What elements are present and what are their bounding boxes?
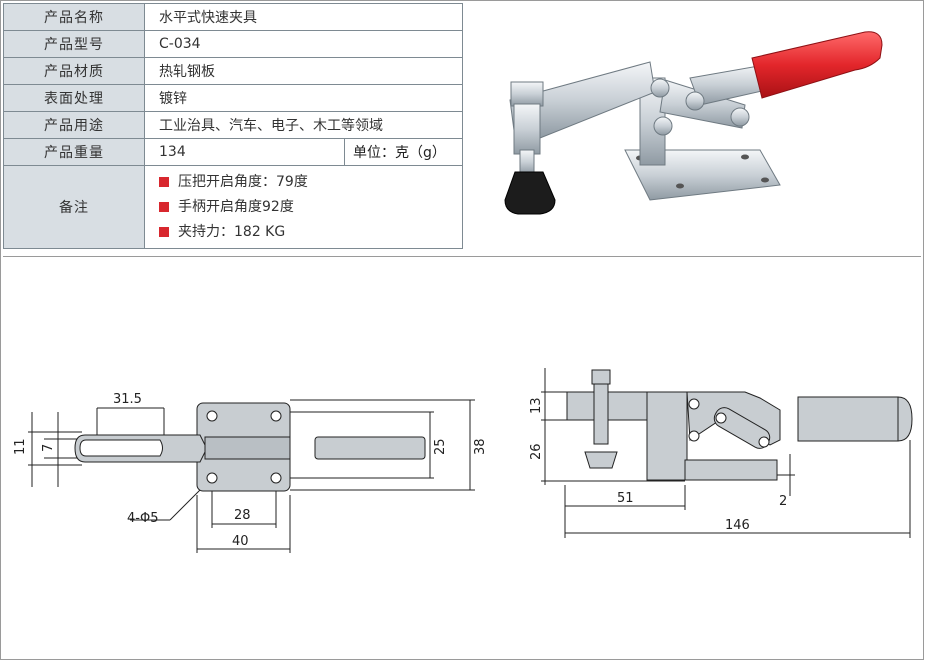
spec-key: 表面处理 [3, 84, 145, 112]
note-item: 手柄开启角度92度 [159, 195, 462, 220]
red-square-icon [159, 227, 169, 237]
note-text: 夹持力：182 KG [178, 223, 286, 240]
section-divider [3, 256, 921, 257]
red-square-icon [159, 177, 169, 187]
dim-40: 40 [232, 534, 249, 549]
dim-31-5: 31.5 [113, 392, 142, 407]
dim-25: 25 [433, 438, 448, 455]
dim-28: 28 [234, 508, 251, 523]
spec-key: 产品材质 [3, 57, 145, 85]
notes-list: 压把开启角度：79度 手柄开启角度92度 夹持力：182 KG [159, 170, 462, 245]
spec-key: 产品型号 [3, 30, 145, 58]
notes-cell: 压把开启角度：79度 手柄开启角度92度 夹持力：182 KG [144, 165, 463, 249]
dim-11: 11 [13, 438, 28, 455]
spec-key: 产品用途 [3, 111, 145, 139]
rivet [730, 107, 750, 127]
note-item: 夹持力：182 KG [159, 220, 462, 245]
red-handle-grip [751, 31, 883, 99]
rivet [650, 78, 670, 98]
spindle-assembly [504, 81, 556, 215]
dim-38: 38 [473, 438, 488, 455]
rivet [685, 91, 705, 111]
dim-146: 146 [725, 518, 750, 533]
dim-7: 7 [41, 444, 56, 452]
spec-row-weight: 产品重量 134 单位：克（g） [3, 138, 463, 166]
rivet [653, 116, 673, 136]
side-view-part [566, 369, 913, 481]
bracket [639, 77, 666, 166]
note-text: 压把开启角度：79度 [178, 173, 308, 190]
dim-2: 2 [779, 494, 787, 509]
dim-holes: 4-Φ5 [127, 511, 158, 526]
note-item: 压把开启角度：79度 [159, 170, 462, 195]
spec-key: 备注 [3, 165, 145, 249]
dim-13: 13 [529, 397, 544, 414]
red-square-icon [159, 202, 169, 212]
spec-row-usage: 产品用途 工业治具、汽车、电子、木工等领域 [3, 111, 463, 139]
note-text: 手柄开启角度92度 [178, 198, 294, 215]
dim-26: 26 [529, 443, 544, 460]
spec-value: 134 [144, 138, 345, 166]
top-view-part [74, 402, 426, 492]
spec-row-notes: 备注 压把开启角度：79度 手柄开启角度92度 夹持力：182 KG [3, 165, 463, 249]
spec-key: 产品重量 [3, 138, 145, 166]
spec-table: 产品名称 水平式快速夹具 产品型号 C-034 产品材质 热轧钢板 表面处理 镀… [3, 3, 463, 249]
dim-51: 51 [617, 491, 634, 506]
